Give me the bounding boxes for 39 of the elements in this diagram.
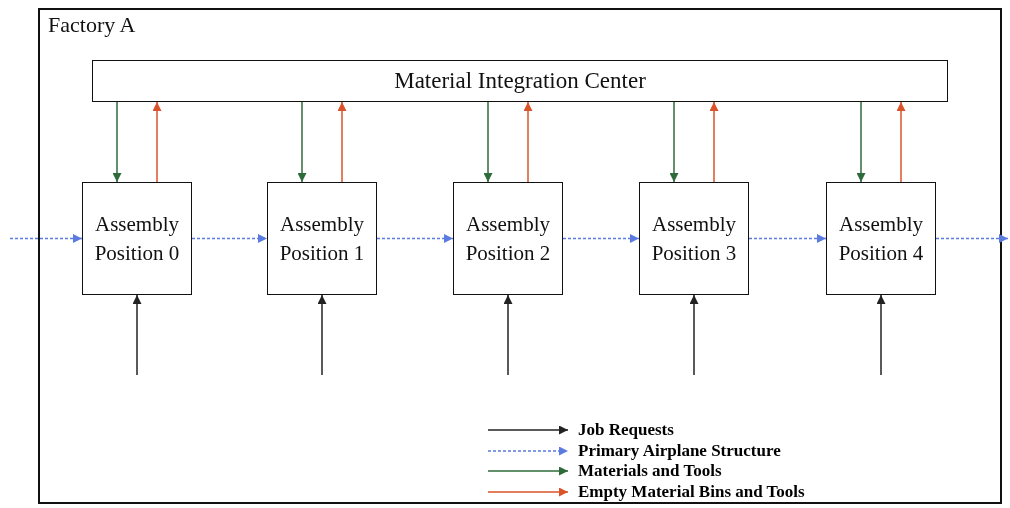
arrow — [709, 101, 719, 183]
process-box — [453, 182, 563, 295]
arrow — [503, 294, 513, 376]
legend-label: Materials and Tools — [578, 461, 722, 482]
arrow — [337, 101, 347, 183]
arrow — [856, 101, 866, 183]
arrow — [191, 234, 268, 243]
process-box — [826, 182, 936, 295]
arrow — [562, 234, 640, 243]
arrow — [152, 101, 162, 183]
arrow — [132, 294, 142, 376]
node-label: Assembly Position 0 — [93, 211, 181, 267]
arrow — [523, 101, 533, 183]
arrow — [689, 294, 699, 376]
process-box — [82, 182, 192, 295]
arrow — [876, 294, 886, 376]
factory-frame — [38, 8, 1002, 504]
node-label: Material Integration Center — [394, 68, 646, 94]
node-label: Assembly Position 1 — [278, 211, 366, 267]
process-box — [639, 182, 749, 295]
node-label: Assembly Position 4 — [837, 211, 925, 267]
node-label: Assembly Position 3 — [650, 211, 738, 267]
arrow — [669, 101, 679, 183]
frame-title: Factory A — [48, 12, 136, 38]
arrow — [112, 101, 122, 183]
process-box — [267, 182, 377, 295]
legend-label: Empty Material Bins and Tools — [578, 481, 805, 502]
legend-label: Primary Airplane Structure — [578, 440, 781, 461]
node-label: Assembly Position 2 — [464, 211, 552, 267]
arrow — [748, 234, 827, 243]
legend-label: Job Requests — [578, 420, 674, 441]
arrow — [317, 294, 327, 376]
center-bar — [92, 60, 948, 102]
arrow — [896, 101, 906, 183]
arrow — [935, 234, 1009, 243]
arrow — [376, 234, 454, 243]
arrow — [483, 101, 493, 183]
arrow — [297, 101, 307, 183]
arrow — [9, 234, 83, 243]
